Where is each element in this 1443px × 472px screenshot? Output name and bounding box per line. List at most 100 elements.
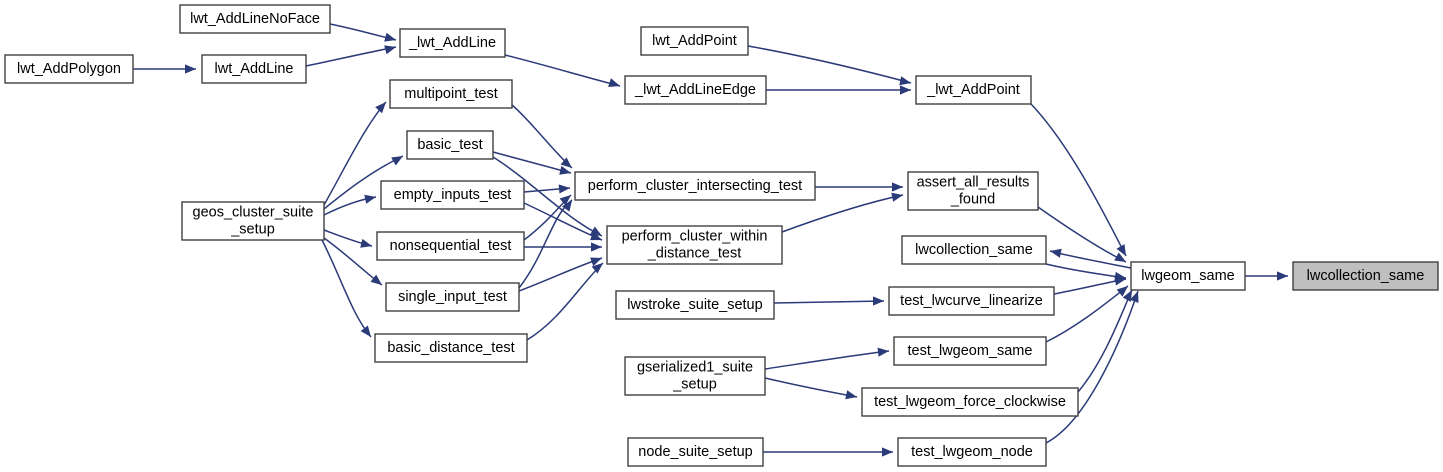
arrowhead — [590, 231, 602, 241]
node-box[interactable] — [624, 356, 766, 396]
node-box[interactable] — [606, 225, 783, 265]
node-box[interactable] — [897, 437, 1047, 467]
arrowhead — [559, 195, 571, 206]
node-geos_cluster_suite_setup[interactable]: geos_cluster_suite_setup — [181, 201, 325, 241]
edge-gserialized1_suite_setup-to-test_lwgeom_force_clockwise — [764, 377, 858, 398]
arrowhead — [1122, 290, 1132, 302]
node-box[interactable] — [399, 28, 506, 58]
edge-gserialized1_suite_setup-to-test_lwgeom_same — [764, 350, 890, 370]
edge-geos_cluster_suite_setup-to-basic_distance_test — [321, 239, 372, 338]
edge-geos_cluster_suite_setup-to-multipoint_test — [323, 101, 387, 206]
edge-test_lwgeom_node-to-lwgeom_same — [1045, 290, 1139, 444]
node-box[interactable] — [888, 286, 1055, 316]
edge-lwt_AddLine-to-_lwt_AddLine — [305, 46, 397, 67]
node-nonsequential_test[interactable]: nonsequential_test — [376, 231, 525, 261]
node-box[interactable] — [1130, 261, 1246, 291]
node-_lwt_AddLine[interactable]: _lwt_AddLine — [399, 28, 506, 58]
node-lwcollection_same_target[interactable]: lwcollection_same — [1292, 261, 1439, 291]
edge-_lwt_AddPoint-to-lwgeom_same — [1030, 103, 1127, 257]
arrowhead — [391, 156, 403, 166]
edge-perform_cluster_within_distance_test-to-assert_all_results_found — [781, 194, 904, 233]
node-perform_cluster_intersecting_test[interactable]: perform_cluster_intersecting_test — [574, 171, 816, 201]
node-box[interactable] — [574, 171, 816, 201]
arrowhead — [591, 263, 603, 274]
node-lwstroke_suite_setup[interactable]: lwstroke_suite_setup — [615, 290, 775, 320]
node-box[interactable] — [915, 75, 1032, 105]
node-multipoint_test[interactable]: multipoint_test — [389, 79, 513, 109]
arrowhead — [360, 238, 372, 248]
node-box[interactable] — [4, 54, 134, 84]
node-box[interactable] — [374, 333, 528, 363]
arrowhead — [873, 296, 884, 306]
node-perform_cluster_within_distance_test[interactable]: perform_cluster_within_distance_test — [606, 225, 783, 265]
node-box[interactable] — [380, 180, 525, 210]
arrowhead — [891, 192, 903, 202]
edge-test_lwgeom_same-to-lwgeom_same — [1045, 285, 1129, 343]
node-assert_all_results_found[interactable]: assert_all_results_found — [907, 171, 1039, 211]
arrowhead — [185, 64, 196, 74]
edge-assert_all_results_found-to-lwgeom_same — [1037, 206, 1127, 263]
node-box[interactable] — [907, 171, 1039, 211]
node-box[interactable] — [376, 231, 525, 261]
arrowhead — [882, 447, 893, 457]
edge-test_lwcurve_linearize-to-lwgeom_same — [1053, 278, 1127, 295]
node-lwgeom_same[interactable]: lwgeom_same — [1130, 261, 1246, 291]
edge-basic_distance_test-to-perform_cluster_within_distance_test — [526, 262, 604, 341]
node-test_lwgeom_force_clockwise[interactable]: test_lwgeom_force_clockwise — [861, 387, 1079, 417]
node-lwt_AddLine[interactable]: lwt_AddLine — [201, 54, 307, 84]
node-gserialized1_suite_setup[interactable]: gserialized1_suite_setup — [624, 356, 766, 396]
node-box[interactable] — [389, 79, 513, 109]
node-lwt_AddLineNoFace[interactable]: lwt_AddLineNoFace — [179, 4, 331, 34]
node-lwt_AddPolygon[interactable]: lwt_AddPolygon — [4, 54, 134, 84]
node-box[interactable] — [181, 201, 325, 241]
arrowhead — [1277, 271, 1288, 281]
arrowhead — [1116, 286, 1128, 297]
node-test_lwgeom_node[interactable]: test_lwgeom_node — [897, 437, 1047, 467]
arrowhead — [845, 390, 857, 400]
arrowhead — [590, 257, 602, 267]
node-box[interactable] — [893, 336, 1047, 366]
node-box[interactable] — [406, 130, 494, 160]
node-box[interactable] — [624, 75, 767, 105]
node-basic_test[interactable]: basic_test — [406, 130, 494, 160]
arrowhead — [892, 182, 903, 192]
arrowhead — [591, 242, 602, 252]
edge-lwt_AddPoint-to-_lwt_AddPoint — [747, 45, 912, 84]
arrowhead — [877, 347, 889, 357]
node-_lwt_AddPoint[interactable]: _lwt_AddPoint — [915, 75, 1032, 105]
arrowhead — [364, 194, 376, 204]
edge-lwstroke_suite_setup-to-test_lwcurve_linearize — [773, 300, 885, 304]
node-empty_inputs_test[interactable]: empty_inputs_test — [380, 180, 525, 210]
node-box[interactable] — [201, 54, 307, 84]
node-box[interactable] — [627, 437, 764, 467]
arrowhead — [370, 274, 382, 285]
node-lwt_AddPoint[interactable]: lwt_AddPoint — [640, 26, 749, 56]
node-box[interactable] — [179, 4, 331, 34]
node-box[interactable] — [385, 282, 520, 312]
node-lwcollection_same_left[interactable]: lwcollection_same — [901, 235, 1047, 265]
arrowhead — [1116, 244, 1126, 256]
arrowhead — [558, 184, 570, 194]
arrowhead — [899, 76, 911, 86]
node-test_lwcurve_linearize[interactable]: test_lwcurve_linearize — [888, 286, 1055, 316]
arrowhead — [360, 325, 371, 337]
node-box[interactable] — [1292, 261, 1439, 291]
edge-multipoint_test-to-perform_cluster_intersecting_test — [511, 104, 573, 169]
node-test_lwgeom_same[interactable]: test_lwgeom_same — [893, 336, 1047, 366]
nodes-layer: lwt_AddLineNoFace lwt_AddPolygon lwt_AddLi… — [4, 4, 1439, 467]
node-box[interactable] — [615, 290, 775, 320]
node-basic_distance_test[interactable]: basic_distance_test — [374, 333, 528, 363]
node-node_suite_setup[interactable]: node_suite_setup — [627, 437, 764, 467]
node-single_input_test[interactable]: single_input_test — [385, 282, 520, 312]
node-box[interactable] — [861, 387, 1079, 417]
node-box[interactable] — [901, 235, 1047, 265]
arrowhead — [561, 200, 572, 212]
arrowhead — [384, 45, 396, 55]
node-box[interactable] — [640, 26, 749, 56]
node-_lwt_AddLineEdge[interactable]: _lwt_AddLineEdge — [624, 75, 767, 105]
arrowhead — [1050, 248, 1062, 258]
edge-lwcollection_same_left-to-lwgeom_same — [1045, 263, 1127, 279]
arrowhead — [375, 102, 386, 114]
